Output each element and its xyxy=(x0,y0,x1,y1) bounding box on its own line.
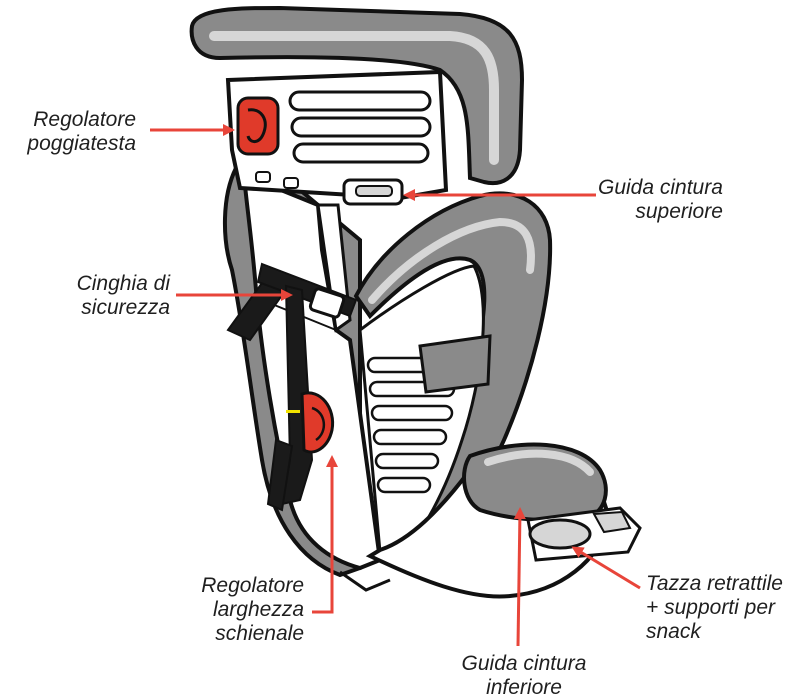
callout-safety-strap: Cinghia di sicurezza xyxy=(58,272,170,320)
arrow-lower-belt-guide xyxy=(518,510,520,646)
callout-upper-line2: superiore xyxy=(598,200,723,224)
callout-backrest-width-adjuster: Regolatore larghezza schienale xyxy=(168,574,304,646)
callout-headrest-line2: poggiatesta xyxy=(14,132,136,156)
callout-width-line3: schienale xyxy=(168,622,304,646)
callout-cup-line3: snack xyxy=(646,620,783,644)
callout-upper-line1: Guida cintura xyxy=(598,176,723,200)
callout-headrest-adjuster: Regolatore poggiatesta xyxy=(14,108,136,156)
callout-width-line1: Regolatore xyxy=(168,574,304,598)
callout-cup-holder: Tazza retrattile + supporti per snack xyxy=(646,572,783,644)
callout-cup-line1: Tazza retrattile xyxy=(646,572,783,596)
callout-strap-line1: Cinghia di xyxy=(58,272,170,296)
callout-upper-belt-guide: Guida cintura superiore xyxy=(598,176,723,224)
callout-lower-line1: Guida cintura xyxy=(436,652,612,676)
callout-lower-line2: inferiore xyxy=(436,676,612,697)
callout-strap-line2: sicurezza xyxy=(58,296,170,320)
callout-headrest-line1: Regolatore xyxy=(14,108,136,132)
upper-belt-guide-clip xyxy=(344,180,402,204)
callout-cup-line2: + supporti per xyxy=(646,596,783,620)
callout-width-line2: larghezza xyxy=(168,598,304,622)
callout-lower-belt-guide: Guida cintura inferiore xyxy=(436,652,612,697)
headrest-adjuster-knob xyxy=(238,98,278,154)
